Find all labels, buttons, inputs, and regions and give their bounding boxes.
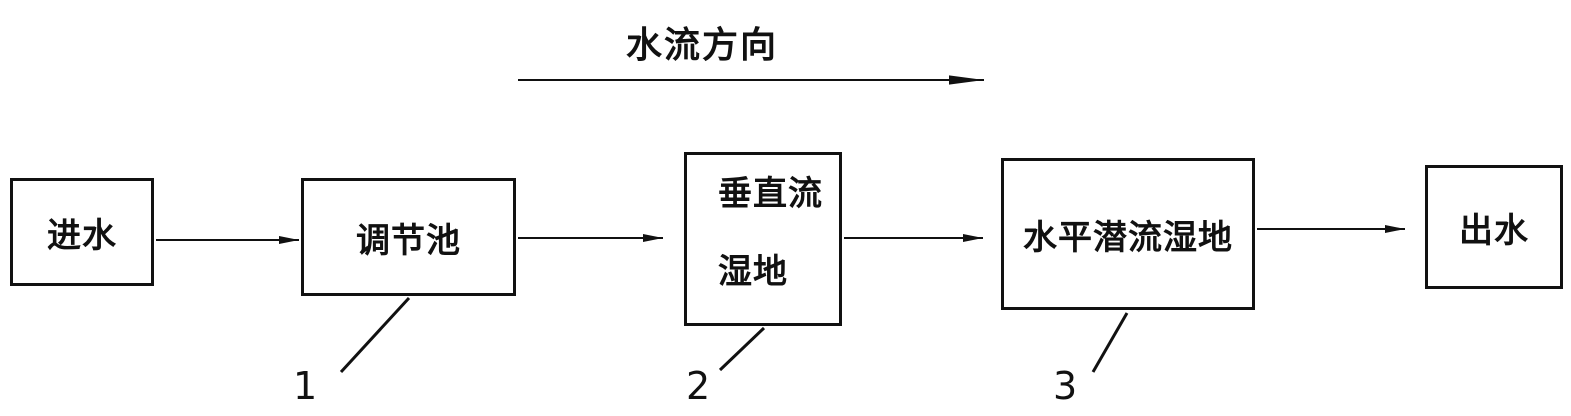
reference-number-2: 2 <box>686 364 711 408</box>
leader-line-3 <box>1091 312 1129 373</box>
node-regulating-pool: 调节池 <box>301 178 516 296</box>
node-label: 出水 <box>1459 210 1529 251</box>
node-vertical-flow-wetland: 垂直流湿地 <box>684 152 842 326</box>
node-outlet: 出水 <box>1425 165 1563 289</box>
leader-line-1 <box>339 296 411 374</box>
node-label: 水平潜流湿地 <box>1023 217 1233 258</box>
leader-line-2 <box>718 326 766 372</box>
node-inlet: 进水 <box>10 178 154 286</box>
node-label: 调节池 <box>356 220 461 261</box>
node-label: 进水 <box>47 215 117 256</box>
reference-number-3: 3 <box>1053 364 1078 408</box>
flow-direction-label: 水流方向 <box>626 25 779 66</box>
node-label: 垂直流湿地 <box>718 174 823 292</box>
node-horizontal-subsurface-wetland: 水平潜流湿地 <box>1001 158 1255 310</box>
reference-number-1: 1 <box>293 364 318 408</box>
